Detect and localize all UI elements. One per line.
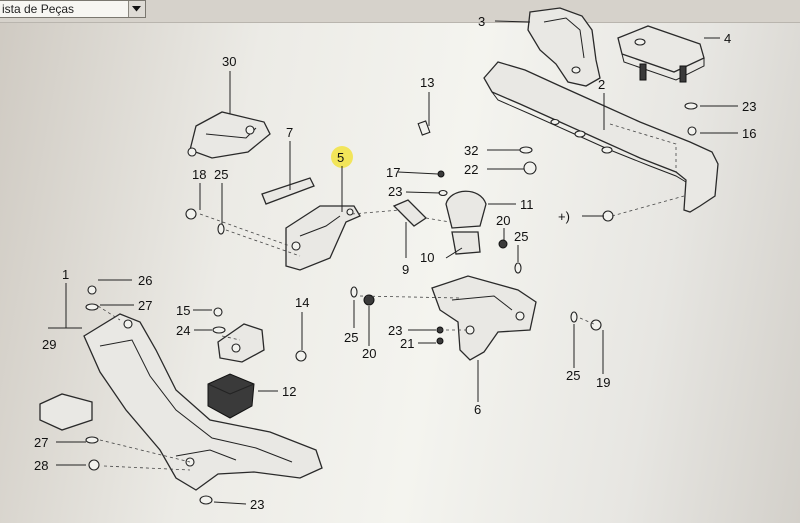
callout-27b: 27 [34,435,48,450]
highlight-marker [331,146,353,168]
callout-22: 22 [464,162,478,177]
callout-11: 11 [520,197,534,212]
callout-16: 16 [742,126,756,141]
callout-20b: 20 [362,346,376,361]
upper-bracket-part [527,7,601,87]
engine-mount-12-part [207,373,255,419]
callout-21: 21 [400,336,414,351]
callout-4: 4 [724,31,731,46]
callout-26: 26 [138,273,152,288]
callout-25c: 25 [344,330,358,345]
callout-15: 15 [176,303,190,318]
dropdown-button[interactable] [128,1,145,17]
sleeve-9-part [392,199,428,227]
callout-17: 17 [386,165,400,180]
callout-20a: 20 [496,213,510,228]
callout-1: 1 [62,267,69,282]
callout-23d: 23 [250,497,264,512]
callout-25b: 25 [514,229,528,244]
bracket-5-part [285,205,361,271]
callout-23a: 23 [388,184,402,199]
chevron-down-icon [132,6,141,12]
rubber-mount-part [617,25,705,83]
fastener-hardware [85,102,698,505]
callout-27a: 27 [138,298,152,313]
toolbar: ista de Peças [0,0,800,23]
plate-7-part [261,177,315,205]
callout-30: 30 [222,54,236,69]
callout-23c: 23 [388,323,402,338]
view-select-value: ista de Peças [2,2,75,16]
view-select[interactable]: ista de Peças [0,0,146,18]
callout-24: 24 [176,323,190,338]
callout-28: 28 [34,458,48,473]
callout-19: 19 [596,375,610,390]
callout-13: 13 [420,75,434,90]
exploded-parts-diagram: 3 4 2 30 7 5 13 17 23 32 22 23 16 11 +) … [34,7,756,512]
callout-2: 2 [598,77,605,92]
leader-lines [48,20,738,505]
bracket-6-part [431,275,537,361]
callout-9: 9 [402,262,409,277]
clamp-11-part [445,190,487,255]
subframe-1-part [83,313,323,491]
callout-10: 10 [420,250,434,265]
callout-plus: +) [558,209,570,224]
callout-labels: 3 4 2 30 7 5 13 17 23 32 22 23 16 11 +) … [34,14,756,512]
callout-18: 18 [192,167,206,182]
callout-32: 32 [464,143,478,158]
callout-5: 5 [337,150,344,165]
frame-rail-part [483,61,719,213]
callout-14: 14 [295,295,309,310]
callout-23b: 23 [742,99,756,114]
callout-7: 7 [286,125,293,140]
bracket-30-part [187,111,271,159]
callout-29: 29 [42,337,56,352]
bracket-14-part [217,323,265,363]
assembly-lines [97,123,685,471]
callout-25d: 25 [566,368,580,383]
callout-25a: 25 [214,167,228,182]
callout-12: 12 [282,384,296,399]
callout-6: 6 [474,402,481,417]
mount-29-part [39,393,93,431]
callout-3: 3 [478,14,485,29]
